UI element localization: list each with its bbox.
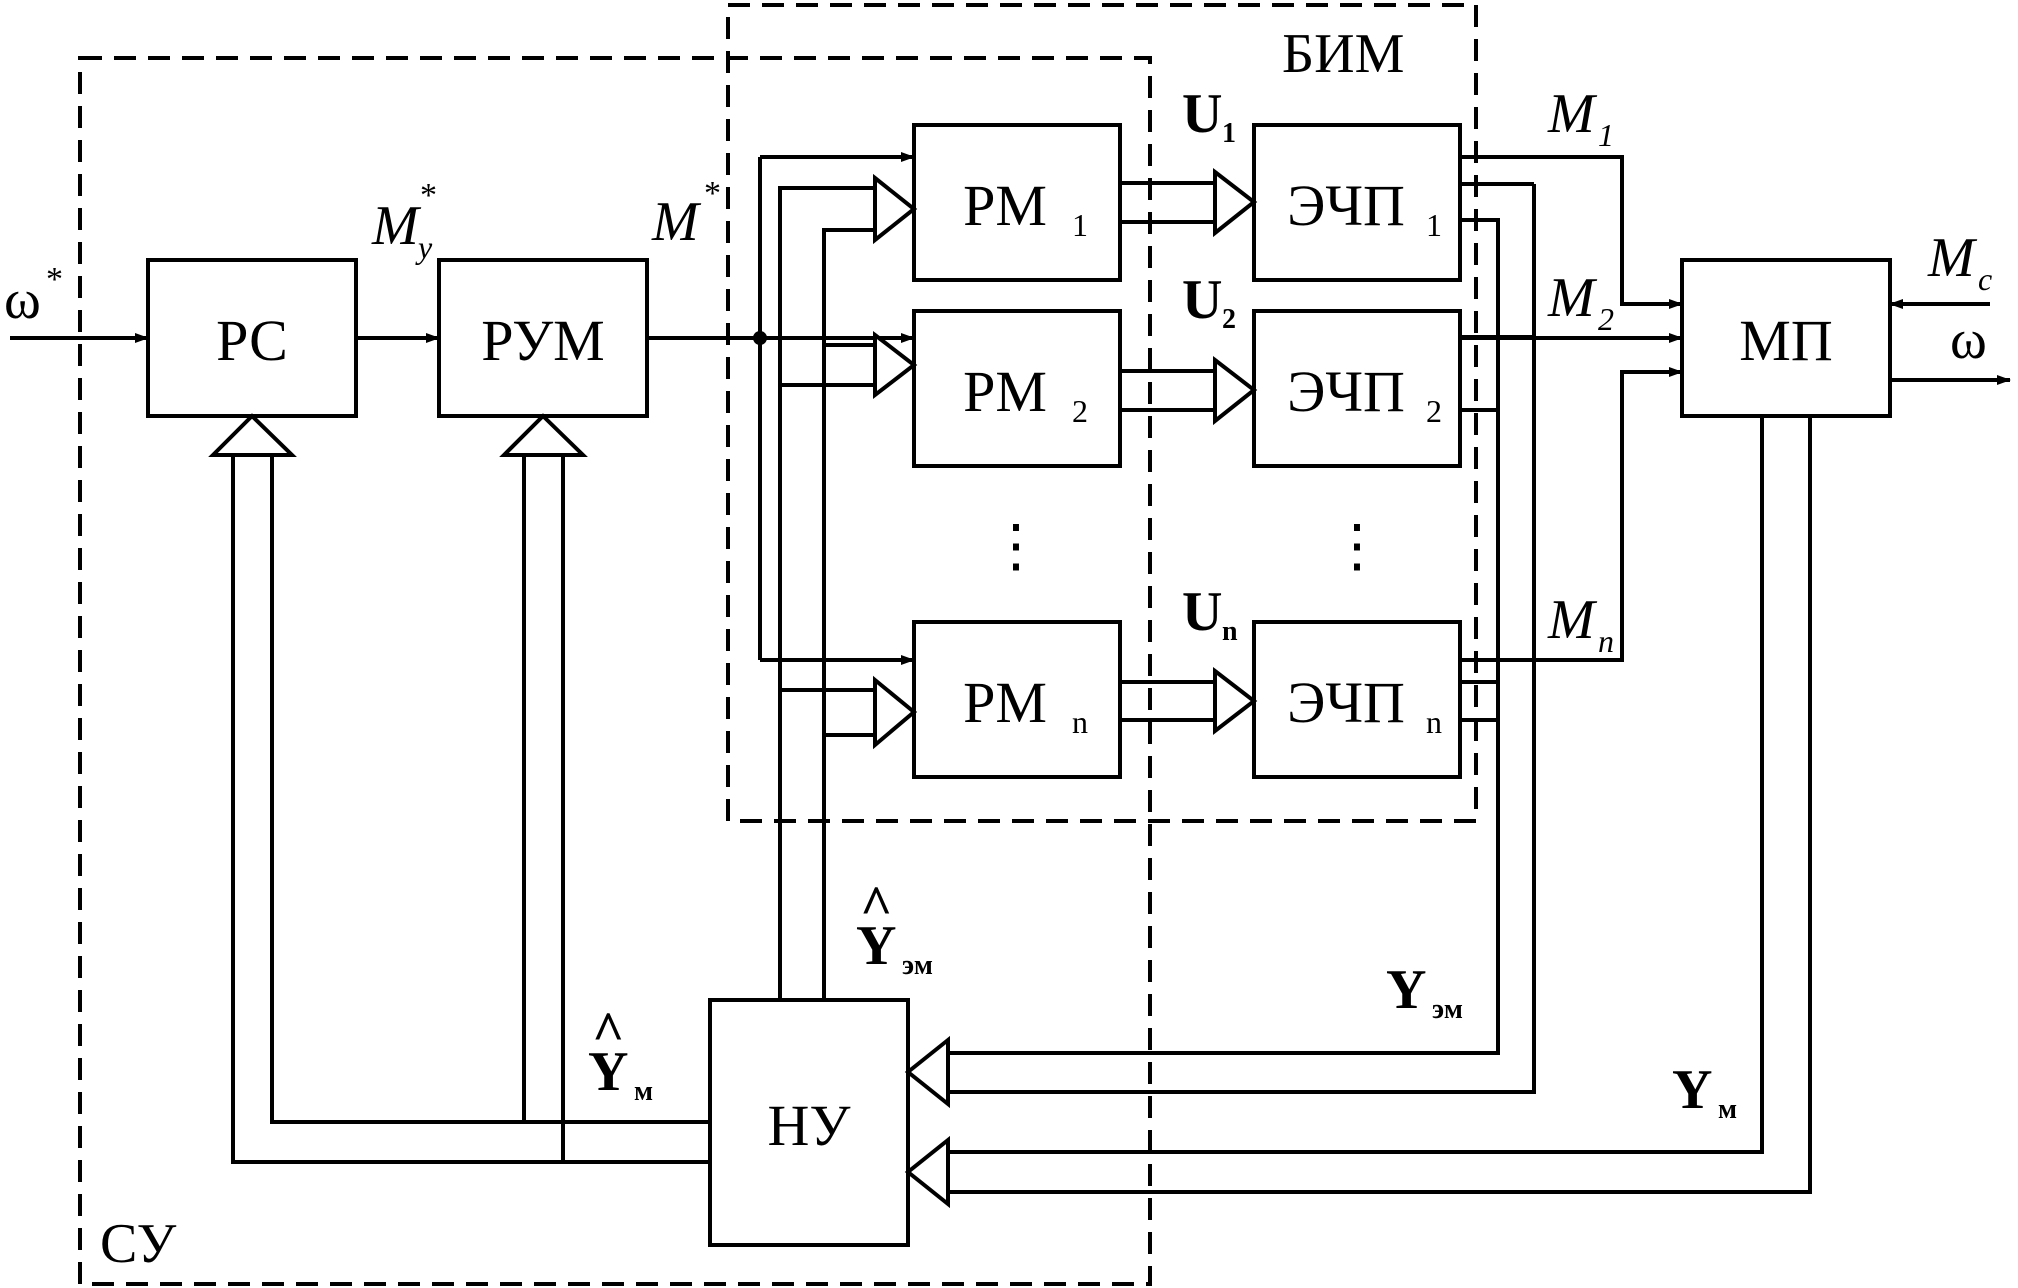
pmn-vector-arrowhead — [873, 675, 918, 750]
omega-ref-star: * — [46, 261, 63, 298]
u1-vector — [1120, 181, 1215, 224]
pm-n-label: РМ — [963, 670, 1047, 735]
signal-lines — [10, 152, 2011, 665]
m-ref-label: M — [651, 191, 702, 253]
echp-2-subscript: 2 — [1426, 393, 1442, 429]
rum-feedback-arrowhead — [499, 413, 588, 457]
echp-1-subscript: 1 — [1426, 207, 1442, 243]
u1-arrowhead — [1213, 167, 1258, 238]
u2-label: U — [1182, 269, 1222, 331]
vector-arrows — [208, 167, 1812, 1209]
u2-subscript: 2 — [1222, 304, 1236, 335]
bim-group-border — [726, 3, 1478, 823]
m1-line — [1460, 155, 1683, 309]
nu-label: НУ — [768, 1093, 852, 1158]
echp-2-label: ЭЧП — [1287, 359, 1405, 424]
y-em-subscript: эм — [1432, 994, 1463, 1025]
pm-2-subscript: 2 — [1072, 393, 1088, 429]
u2-arrowhead — [1213, 355, 1258, 426]
rs-label: РС — [216, 308, 288, 373]
m1-subscript: 1 — [1598, 117, 1614, 153]
su-group-border — [78, 56, 1152, 1286]
un-arrowhead — [1213, 666, 1258, 736]
rum-label: РУМ — [481, 308, 604, 373]
bim-label: БИМ — [1282, 23, 1404, 85]
un-subscript: n — [1222, 616, 1238, 647]
my-subscript: у — [415, 229, 433, 265]
echp-1-label: ЭЧП — [1287, 173, 1405, 238]
pm-1-block — [912, 123, 1122, 282]
m2-label: M — [1547, 267, 1598, 329]
un-vector — [1120, 680, 1215, 722]
echp-ellipsis: ⋮ — [1328, 513, 1386, 578]
omega-ref-label: ω — [4, 269, 41, 331]
mc-subscript: c — [1978, 261, 1992, 297]
y-m-hat-subscript: м — [634, 1076, 653, 1107]
my-label: M — [371, 195, 422, 257]
echp-1-block — [1252, 123, 1462, 282]
echp-2-block — [1252, 309, 1462, 468]
echp-n-label: ЭЧП — [1287, 670, 1405, 735]
rs-feedback-arrowhead — [208, 413, 297, 457]
y-em-label: Y — [1386, 959, 1426, 1021]
pm-n-block — [912, 620, 1122, 779]
pm-ellipsis: ⋮ — [987, 513, 1045, 578]
nu-block — [708, 998, 910, 1247]
su-label: СУ — [100, 1213, 177, 1275]
y-m-hat-label: Y — [588, 1041, 628, 1103]
y-em-vector — [948, 182, 1536, 1094]
pm-1-label: РМ — [963, 173, 1047, 238]
u1-subscript: 1 — [1222, 118, 1236, 149]
nu-to-pm-bus — [778, 186, 875, 1000]
mn-line — [1460, 367, 1683, 662]
u2-vector — [1120, 369, 1215, 412]
pm1-vector-arrowhead — [873, 173, 918, 245]
mp-label: МП — [1739, 308, 1832, 373]
y-em-arrowhead — [904, 1035, 950, 1109]
y-m-arrowhead — [904, 1135, 950, 1209]
y-m-label: Y — [1672, 1059, 1712, 1121]
y-m-hat-to-rum — [522, 455, 565, 1162]
signal-labels: ω * M у * M * U 1 U 2 U n M 1 M 2 M n M … — [4, 83, 1992, 1125]
m-ref-bus — [647, 155, 914, 662]
y-em-hat-caret: ^ — [860, 875, 893, 937]
y-m-hat-caret: ^ — [592, 1001, 625, 1063]
omega-out-label: ω — [1950, 309, 1987, 371]
un-label: U — [1182, 581, 1222, 643]
pm-2-label: РМ — [963, 359, 1047, 424]
y-em-hat-label: Y — [856, 915, 896, 977]
pm2-vector-arrowhead — [873, 330, 918, 400]
u1-label: U — [1182, 83, 1222, 145]
block-labels: РС РУМ РМ 1 РМ 2 РМ n ЭЧП 1 ЭЧП 2 ЭЧП n … — [216, 173, 1833, 1158]
y-m-hat-to-rs — [231, 455, 710, 1164]
echp-n-subscript: n — [1426, 704, 1442, 740]
m-ref-star: * — [704, 175, 721, 212]
y-m-subscript: м — [1718, 1094, 1737, 1125]
mc-label: M — [1927, 227, 1978, 289]
my-star: * — [420, 177, 437, 214]
pm-1-subscript: 1 — [1072, 207, 1088, 243]
mn-subscript: n — [1598, 623, 1614, 659]
m1-label: M — [1547, 83, 1598, 145]
y-em-hat-subscript: эм — [902, 950, 933, 981]
mp-block — [1680, 258, 1892, 418]
mn-label: M — [1547, 589, 1598, 651]
branch-dot — [753, 331, 767, 345]
pm-n-subscript: n — [1072, 704, 1088, 740]
y-m-vector — [948, 416, 1812, 1194]
pm-2-block — [912, 309, 1122, 468]
m2-subscript: 2 — [1598, 301, 1614, 337]
echp-n-block — [1252, 620, 1462, 779]
